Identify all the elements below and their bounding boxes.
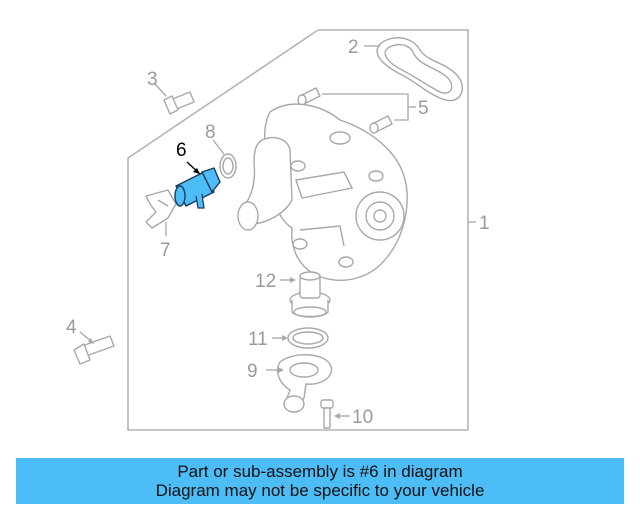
callout-5: 5: [418, 98, 429, 119]
callout-2: 2: [348, 37, 359, 58]
caption-line-2: Diagram may not be specific to your vehi…: [155, 481, 485, 500]
part-9-coolant-flange: [266, 354, 333, 413]
callout-9: 9: [247, 361, 258, 382]
parts-diagram: 1 2 3 4 5 6 7 8 9 10 11 12: [66, 29, 490, 431]
part-5-dowel-pins: [297, 87, 416, 134]
part-11-seal-ring: [272, 327, 329, 349]
part-2-gasket: [364, 37, 464, 102]
part-7-bracket: [145, 189, 177, 236]
caption-banner: Part or sub-assembly is #6 in diagram Di…: [16, 458, 624, 504]
part-12-thermostat: [280, 271, 331, 318]
assembly-frame: [127, 29, 469, 431]
callout-11: 11: [248, 329, 268, 350]
callout-3: 3: [147, 69, 158, 90]
callout-4: 4: [66, 317, 77, 338]
part-4-bolt: [73, 331, 115, 365]
callout-10: 10: [352, 407, 373, 428]
callout-12: 12: [255, 271, 276, 292]
callout-8: 8: [205, 122, 216, 143]
callout-6: 6: [176, 140, 187, 161]
part-10-bolt: [320, 399, 350, 429]
callout-1: 1: [479, 213, 490, 234]
callout-7: 7: [160, 240, 171, 261]
part-6-temperature-sensor: [174, 161, 221, 209]
caption-line-1: Part or sub-assembly is #6 in diagram: [177, 462, 463, 481]
part-1-water-pump-housing: [237, 103, 408, 281]
part-3-bolt: [154, 83, 195, 115]
part-8-o-ring: [212, 139, 237, 179]
